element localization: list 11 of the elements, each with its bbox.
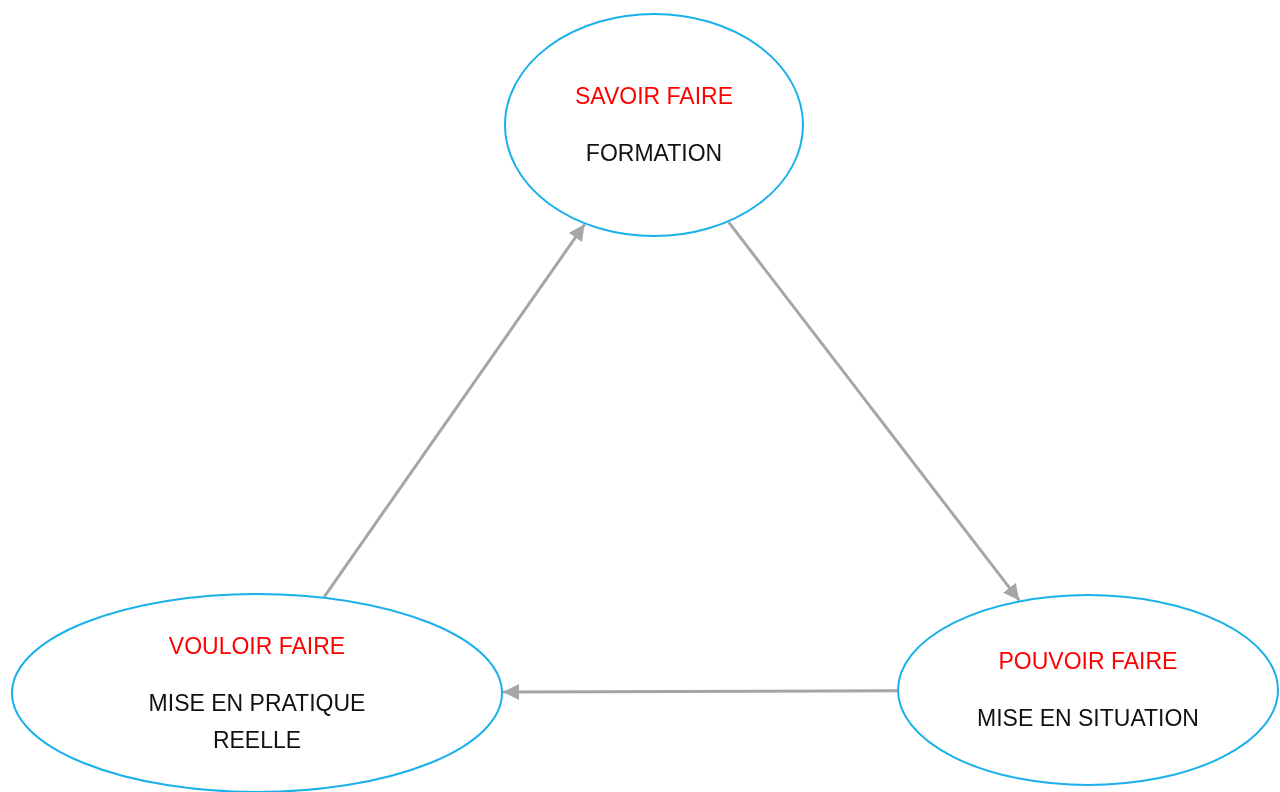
ellipse-node bbox=[504, 13, 804, 237]
node-heading: SAVOIR FAIRE bbox=[574, 82, 734, 111]
arrow bbox=[727, 221, 1021, 602]
arrow bbox=[323, 223, 586, 598]
node-text: MISE EN PRATIQUE REELLE bbox=[147, 688, 367, 755]
node-heading: VOULOIR FAIRE bbox=[168, 631, 346, 661]
ellipse-node bbox=[897, 594, 1279, 786]
node-heading: POUVOIR FAIRE bbox=[998, 647, 1178, 676]
arrow bbox=[503, 684, 897, 701]
node-text: FORMATION bbox=[585, 139, 723, 168]
node-text: MISE EN SITUATION bbox=[977, 704, 1199, 733]
